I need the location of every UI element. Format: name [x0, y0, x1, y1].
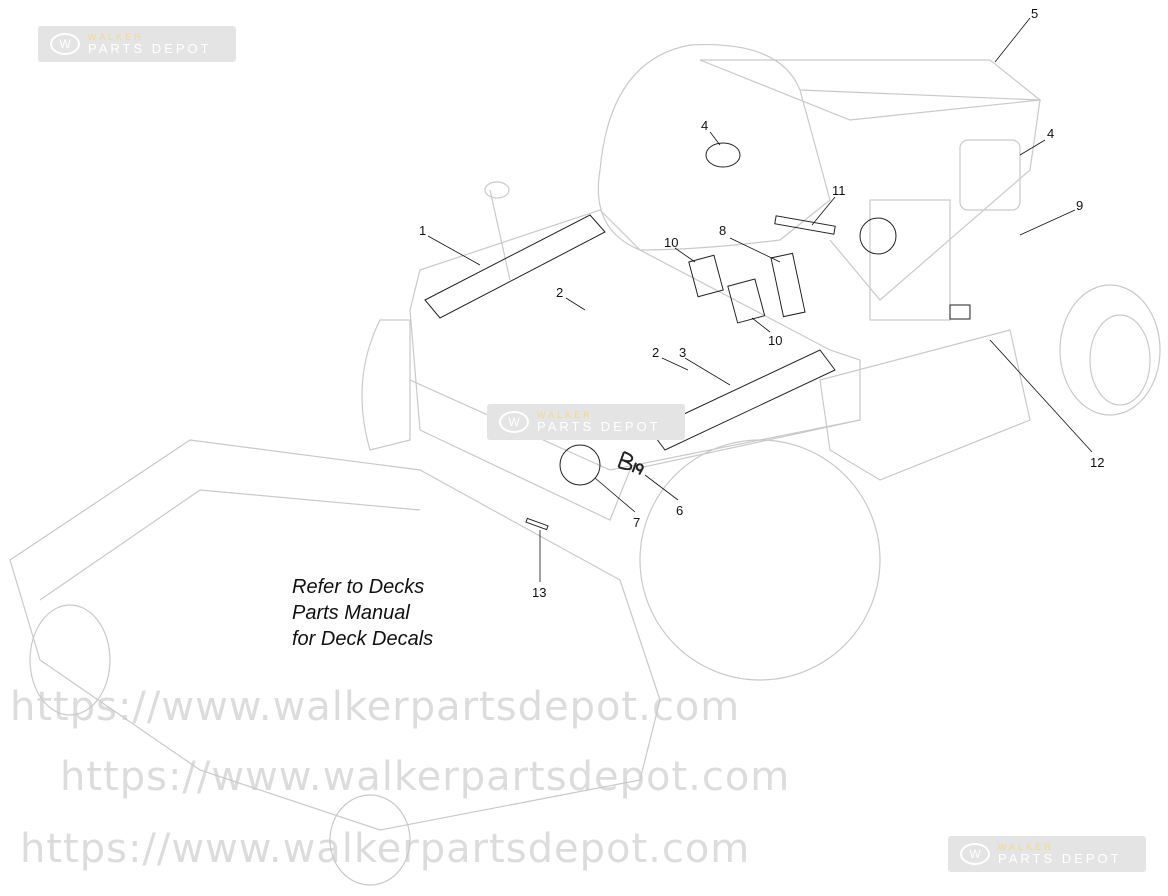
logo-subtitle: PARTS DEPOT [88, 41, 212, 56]
logo-subtitle: PARTS DEPOT [537, 419, 661, 434]
decal-logo-seat [705, 142, 741, 168]
walker-logo-icon: W [50, 33, 80, 55]
deck-decals-note: Refer to Decks Parts Manual for Deck Dec… [292, 574, 433, 652]
decal-control-panel-right [649, 349, 836, 451]
logo-brand: WALKER [998, 842, 1054, 852]
decal-emblem [559, 444, 601, 486]
callout-11: 11 [832, 183, 846, 198]
callout-13: 13 [532, 585, 546, 600]
callout-6: 6 [676, 503, 683, 518]
watermark-text: https://www.walkerpartsdepot.com [10, 684, 740, 730]
decal-instructions [770, 252, 806, 318]
note-line: Parts Manual [292, 602, 410, 624]
callout-10: 10 [664, 235, 678, 250]
callout-7: 7 [633, 515, 640, 530]
decal-control-panel-left [424, 214, 606, 319]
callout-numbers: 1 2 2 3 4 4 5 6 7 8 9 10 10 11 12 13 [419, 6, 1104, 600]
watermark-text: https://www.walkerpartsdepot.com [20, 826, 750, 872]
decal-b19 [617, 451, 644, 476]
logo-brand: WALKER [88, 32, 144, 42]
callout-2: 2 [652, 345, 659, 360]
callout-9: 9 [1076, 198, 1083, 213]
callout-3: 3 [679, 345, 686, 360]
callout-8: 8 [719, 223, 726, 238]
decal-warning [727, 278, 766, 324]
logo-brand: WALKER [537, 410, 593, 420]
callout-4: 4 [701, 118, 708, 133]
walker-logo-icon: W [499, 411, 529, 433]
note-line: Refer to Decks [292, 576, 425, 598]
callout-2: 2 [556, 285, 563, 300]
decals [424, 142, 971, 531]
watermark-text: https://www.walkerpartsdepot.com [60, 754, 790, 800]
decal-strip [774, 215, 836, 235]
callout-12: 12 [1090, 455, 1104, 470]
leader-lines [427, 17, 1093, 582]
callout-10: 10 [768, 333, 782, 348]
mower-outline [9, 43, 1161, 886]
decal-fuel [949, 304, 971, 320]
decal-warning [688, 254, 724, 298]
decal-small [525, 517, 549, 531]
watermark: https://www.walkerpartsdepot.com https:/… [10, 684, 790, 872]
logo-subtitle: PARTS DEPOT [998, 851, 1122, 866]
note-line: for Deck Decals [292, 628, 434, 650]
callout-1: 1 [419, 223, 426, 238]
walker-logo-icon: W [960, 843, 990, 865]
callout-4: 4 [1047, 126, 1054, 141]
decal-logo-hood [859, 217, 897, 255]
callout-5: 5 [1031, 6, 1038, 21]
